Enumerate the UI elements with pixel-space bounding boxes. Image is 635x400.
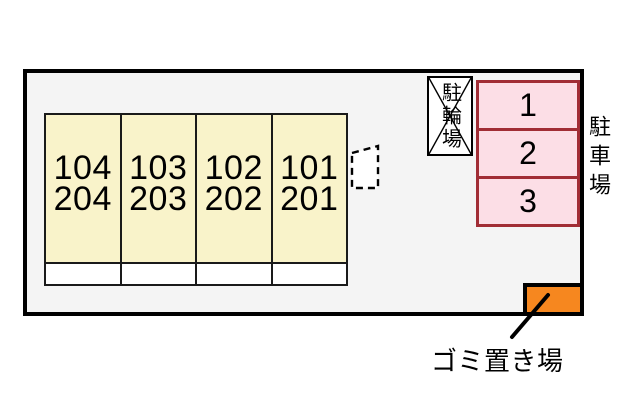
- parking-space: 1: [479, 83, 577, 128]
- unit-room-numbers: 104 204: [46, 115, 120, 262]
- unit-number-second-floor: 202: [204, 179, 263, 218]
- parking-space: 3: [479, 176, 577, 224]
- unit-number-first-floor: 102: [204, 148, 263, 187]
- parking-area: 1 2 3: [476, 80, 580, 227]
- unit-number-first-floor: 104: [53, 148, 112, 187]
- garbage-area: [523, 283, 584, 316]
- unit-porch: [46, 262, 120, 284]
- unit-number-second-floor: 204: [53, 179, 112, 218]
- parking-space-number: 2: [519, 135, 537, 171]
- building-unit: 103 203: [121, 115, 196, 284]
- unit-porch: [121, 262, 195, 284]
- bicycle-parking-label: 駐輪場: [438, 81, 461, 151]
- unit-room-numbers: 102 202: [197, 115, 271, 262]
- unit-porch: [197, 262, 271, 284]
- building-unit: 101 201: [272, 115, 347, 284]
- unit-number-second-floor: 203: [129, 179, 188, 218]
- unit-room-numbers: 103 203: [122, 115, 196, 262]
- bicycle-parking-area: 駐輪場: [427, 76, 473, 156]
- parking-space-number: 1: [519, 87, 537, 123]
- unit-room-numbers: 101 201: [273, 115, 347, 262]
- unit-porch: [272, 262, 346, 284]
- building: 104 204 103 203 102 202 101 201: [44, 113, 348, 286]
- unit-number-second-floor: 201: [280, 179, 339, 218]
- building-unit: 104 204: [46, 115, 120, 284]
- unit-number-first-floor: 103: [129, 148, 188, 187]
- unit-number-first-floor: 101: [280, 148, 339, 187]
- building-unit: 102 202: [197, 115, 271, 284]
- garbage-label: ゴミ置き場: [431, 346, 564, 376]
- parking-lot-label: 駐車場: [586, 115, 611, 202]
- parking-space: 2: [479, 128, 577, 176]
- cross-lines-icon: [429, 78, 471, 154]
- parking-space-number: 3: [519, 183, 537, 219]
